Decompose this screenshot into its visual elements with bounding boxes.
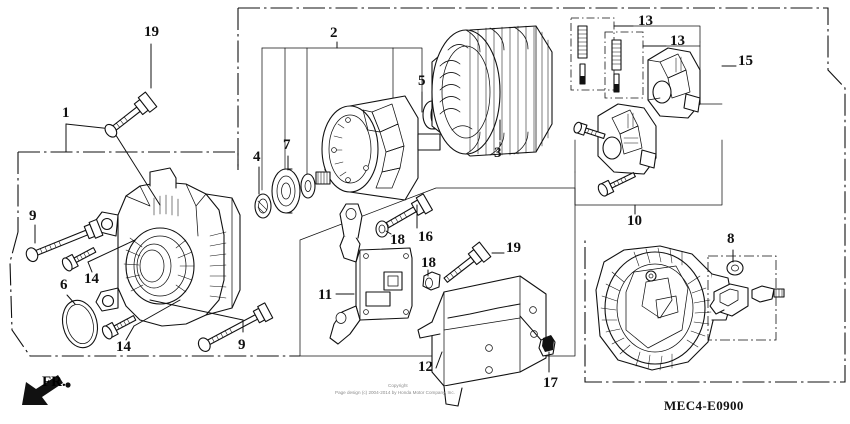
callout-11: 11 <box>318 287 333 303</box>
callout-5-bracket <box>392 47 423 113</box>
callout-5: 5 <box>418 73 426 89</box>
callout-8: 8 <box>727 231 735 247</box>
leader-17b <box>519 315 542 341</box>
part-collar-18-lower <box>422 271 441 291</box>
callout-4: 4 <box>253 149 261 165</box>
leader-1b <box>65 123 113 130</box>
callout-14-upper: 14 <box>84 271 99 287</box>
callout-13-lower: 13 <box>670 33 685 49</box>
part-terminal-group-8 <box>707 255 785 341</box>
callout-6: 6 <box>60 277 68 293</box>
group-frame-front-housing <box>9 151 300 357</box>
callout-13-upper: 13 <box>638 13 653 29</box>
leader-12 <box>435 351 443 369</box>
callout-15: 15 <box>738 53 753 69</box>
part-flange-bolt-upper-14 <box>61 247 97 272</box>
part-front-housing <box>95 167 241 327</box>
part-mount-bolt-upper-19 <box>104 91 158 138</box>
part-through-bolt-upper-9 <box>25 218 104 263</box>
callout-7: 7 <box>283 137 291 153</box>
part-o-ring-6 <box>61 299 99 349</box>
leader-14-upper <box>87 261 93 273</box>
part-brush-holder-assembly-10 <box>573 103 657 197</box>
leader-13-upper <box>613 25 701 43</box>
callout-19-upper: 19 <box>144 24 159 40</box>
callout-16: 16 <box>418 229 433 245</box>
part-collar-18-upper <box>375 220 389 238</box>
part-bearing-7 <box>271 168 316 214</box>
group-frame-main <box>237 7 846 300</box>
copyright-line-2: Page design (c) 2004-2014 by Honda Motor… <box>335 390 455 395</box>
part-bolt-16 <box>383 193 433 230</box>
leader-14-lower <box>125 325 135 341</box>
callout-17: 17 <box>543 375 558 391</box>
leader-18-upper <box>385 230 392 235</box>
part-mount-bolt-lower-19 <box>443 241 492 283</box>
part-seal-4 <box>254 193 272 219</box>
part-brush-upper-13 <box>570 17 615 91</box>
callout-12: 12 <box>418 359 433 375</box>
callout-19-lower: 19 <box>506 240 521 256</box>
diagram-part-number: MEC4-E0900 <box>664 398 744 413</box>
callout-1: 1 <box>62 105 70 121</box>
part-through-bolt-lower-9 <box>197 302 274 352</box>
leader-14-upper-b <box>87 239 136 263</box>
orientation-label: FR. <box>42 374 66 390</box>
callout-14-lower: 14 <box>116 339 131 355</box>
copyright-line-1: Copyright <box>388 383 408 388</box>
callout-18-lower: 18 <box>421 255 436 271</box>
part-cover-12 <box>417 275 547 407</box>
orientation-arrow <box>22 375 71 405</box>
leader-9-lower-b <box>149 299 244 321</box>
leader-14-lower-b <box>133 299 181 327</box>
part-screw-17 <box>538 335 556 357</box>
callout-2: 2 <box>330 25 338 41</box>
part-flange-bolt-lower-14 <box>101 315 137 340</box>
callout-10: 10 <box>627 213 642 229</box>
leader-15-bracket <box>699 41 723 105</box>
part-brush-holder-15 <box>647 47 701 119</box>
part-rotor-assembly-2 <box>315 95 441 201</box>
callout-18-upper: 18 <box>390 232 405 248</box>
part-brush-lower-13 <box>604 31 644 99</box>
group-frame-rear-housing <box>584 240 846 383</box>
leader-1 <box>111 128 161 206</box>
callout-3: 3 <box>494 145 502 161</box>
callout-9-lower: 9 <box>238 337 246 353</box>
part-bracket-11 <box>329 203 413 345</box>
leader-6 <box>66 294 76 305</box>
callout-9-upper: 9 <box>29 208 37 224</box>
part-stator-3 <box>431 25 553 157</box>
part-rear-housing <box>595 245 733 371</box>
